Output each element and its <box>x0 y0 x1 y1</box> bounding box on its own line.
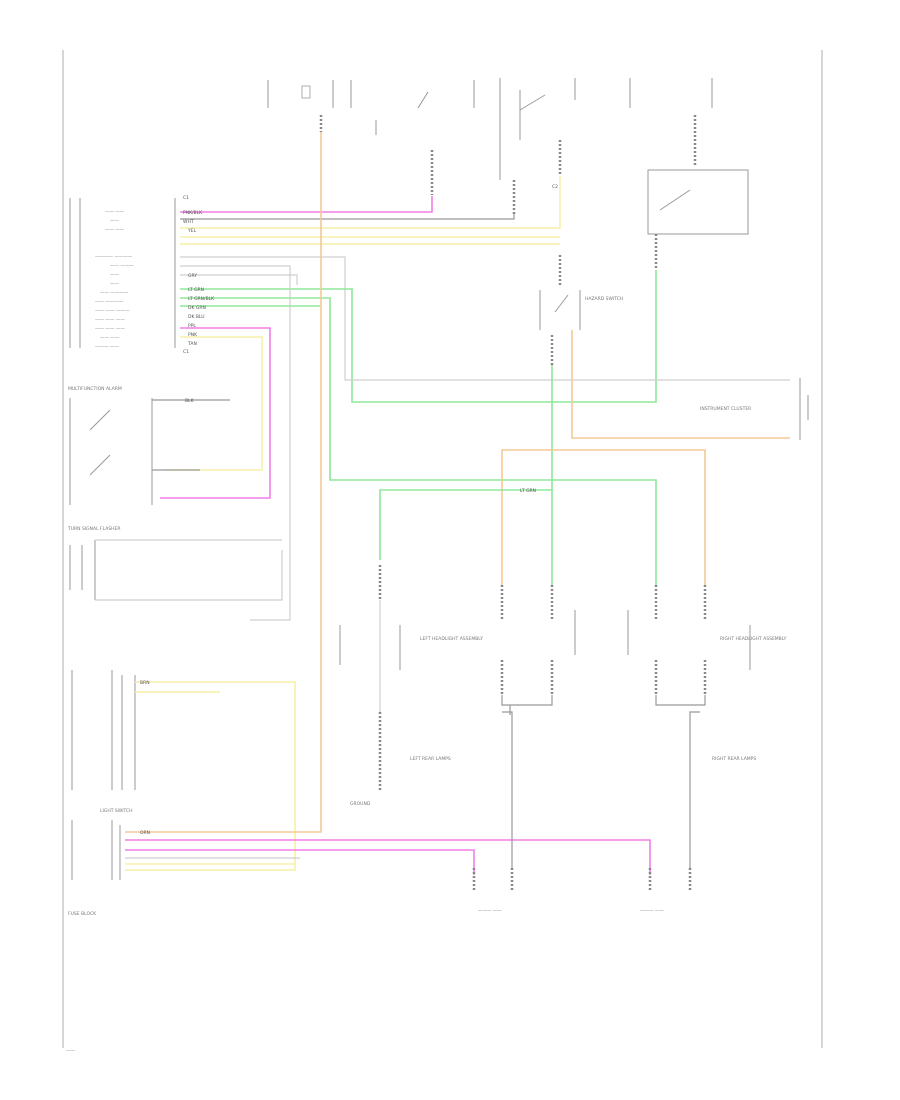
label-lt-grn: LT GRN <box>188 287 204 293</box>
label-instrument: INSTRUMENT CLUSTER <box>700 406 751 412</box>
wire-orange-hazard <box>571 330 790 439</box>
svg-text:—— —— ——: —— —— —— <box>95 327 125 332</box>
wire-pink-top <box>180 196 433 213</box>
label-ground: GROUND <box>350 801 371 807</box>
label-yel: YEL <box>187 228 197 234</box>
label-ppl: PPL <box>188 323 196 329</box>
svg-text:—— ——: —— —— <box>100 336 120 341</box>
label-turn-signal: TURN SIGNAL FLASHER <box>67 526 121 532</box>
label-right-headlight: RIGHT HEADLIGHT ASSEMBLY <box>720 636 787 642</box>
label-tan: TAN <box>187 341 197 347</box>
label-right-rear: RIGHT REAR LAMPS <box>712 756 756 762</box>
svg-text:——: —— <box>66 1049 76 1054</box>
wire-gray-top <box>180 214 515 220</box>
top-component-2 <box>350 80 475 195</box>
turn-signal-switch <box>69 539 283 601</box>
wire-lgray-3 <box>180 274 298 285</box>
svg-text:—— ———: —— ——— <box>110 264 134 269</box>
left-headlight-assembly <box>399 585 576 892</box>
svg-text:—— —— ——: —— —— —— <box>95 318 125 323</box>
label-fuse-block: FUSE BLOCK <box>68 911 97 917</box>
top-component-4 <box>629 78 749 270</box>
label-gry: GRY <box>188 273 197 279</box>
svg-text:——: —— <box>110 273 120 278</box>
svg-text:—— ————: —— ———— <box>95 300 124 305</box>
right-component <box>799 378 809 440</box>
component-labels: MULTIFUNCTION ALARM TURN SIGNAL FLASHER … <box>67 296 787 917</box>
svg-text:—— ——: —— —— <box>105 210 125 215</box>
label-dk-grn: DK GRN <box>188 305 206 311</box>
label-blk: BLK <box>185 398 195 404</box>
hazard-switch <box>539 255 581 365</box>
label-multifunction: MULTIFUNCTION ALARM <box>68 386 122 392</box>
label-lt-grn-2: LT GRN <box>520 488 536 494</box>
svg-text:——: —— <box>110 219 120 224</box>
label-brn: BRN <box>140 680 150 686</box>
assembly-ground <box>339 565 382 790</box>
wire-lgray-1 <box>180 256 346 300</box>
bottom-lamp-markers: ——— —— ——— —— —— <box>66 909 664 1054</box>
fuse-block-bottom <box>71 820 121 880</box>
svg-text:——— ——: ——— —— <box>640 909 664 914</box>
svg-text:———— ————: ———— ———— <box>95 255 133 260</box>
label-orn: ORN <box>140 830 150 836</box>
connector-c1-bottom: C1 <box>183 349 189 355</box>
wire-yellow-1 <box>180 176 561 229</box>
wire-green-distrib <box>379 489 552 560</box>
wire-pink-rear <box>125 839 651 875</box>
svg-text:—— —— ———: —— —— ——— <box>95 309 130 314</box>
svg-text:—— ——: —— —— <box>105 228 125 233</box>
top-component-3 <box>499 78 576 215</box>
label-left-rear: LEFT REAR LAMPS <box>410 756 451 762</box>
wire-gray-right <box>344 300 790 381</box>
label-left-headlight: LEFT HEADLIGHT ASSEMBLY <box>420 636 483 642</box>
label-pnk-blk: PNK/BLK <box>183 210 203 216</box>
pin-labels: —— —— —— —— —— ———— ———— —— ——— —— —— ——… <box>95 210 134 350</box>
svg-text:——— ——: ——— —— <box>95 345 119 350</box>
frame-lines <box>62 50 823 1048</box>
wire-orange-distrib <box>501 449 706 585</box>
light-switch-block <box>71 670 136 790</box>
svg-text:——: —— <box>110 282 120 287</box>
wire-green-2 <box>180 297 657 585</box>
label-wht: WHT <box>183 219 194 225</box>
svg-text:——— ——: ——— —— <box>478 909 502 914</box>
svg-text:—— ————: —— ———— <box>100 291 129 296</box>
label-dk-blu: DK BLU <box>188 314 205 320</box>
top-component-1 <box>267 80 334 132</box>
multifunction-switch <box>69 398 230 505</box>
label-pnk: PNK <box>188 332 198 338</box>
wire-pink-rear-l <box>125 849 475 875</box>
wire-green-1 <box>180 270 657 403</box>
connector-c2: C2 <box>552 184 558 190</box>
wire-yellow-ls-out <box>125 681 296 871</box>
connector-block-c1: C1 C1 <box>69 195 189 355</box>
label-lt-grn-blk: LT GRN/BLK <box>188 296 215 302</box>
label-light-switch: LIGHT SWITCH <box>100 808 133 814</box>
right-headlight-assembly <box>627 585 751 892</box>
wire-pink-mid <box>160 327 271 499</box>
connector-c1-top: C1 <box>183 195 189 201</box>
wire-lgray-distrib <box>250 280 291 621</box>
wire-color-labels: PNK/BLK WHT YEL GRY LT GRN LT GRN/BLK DK… <box>140 184 558 836</box>
wire-orange-long <box>125 132 322 833</box>
label-hazard-switch: HAZARD SWITCH <box>585 296 623 302</box>
wire-yellow-ls <box>165 336 263 471</box>
